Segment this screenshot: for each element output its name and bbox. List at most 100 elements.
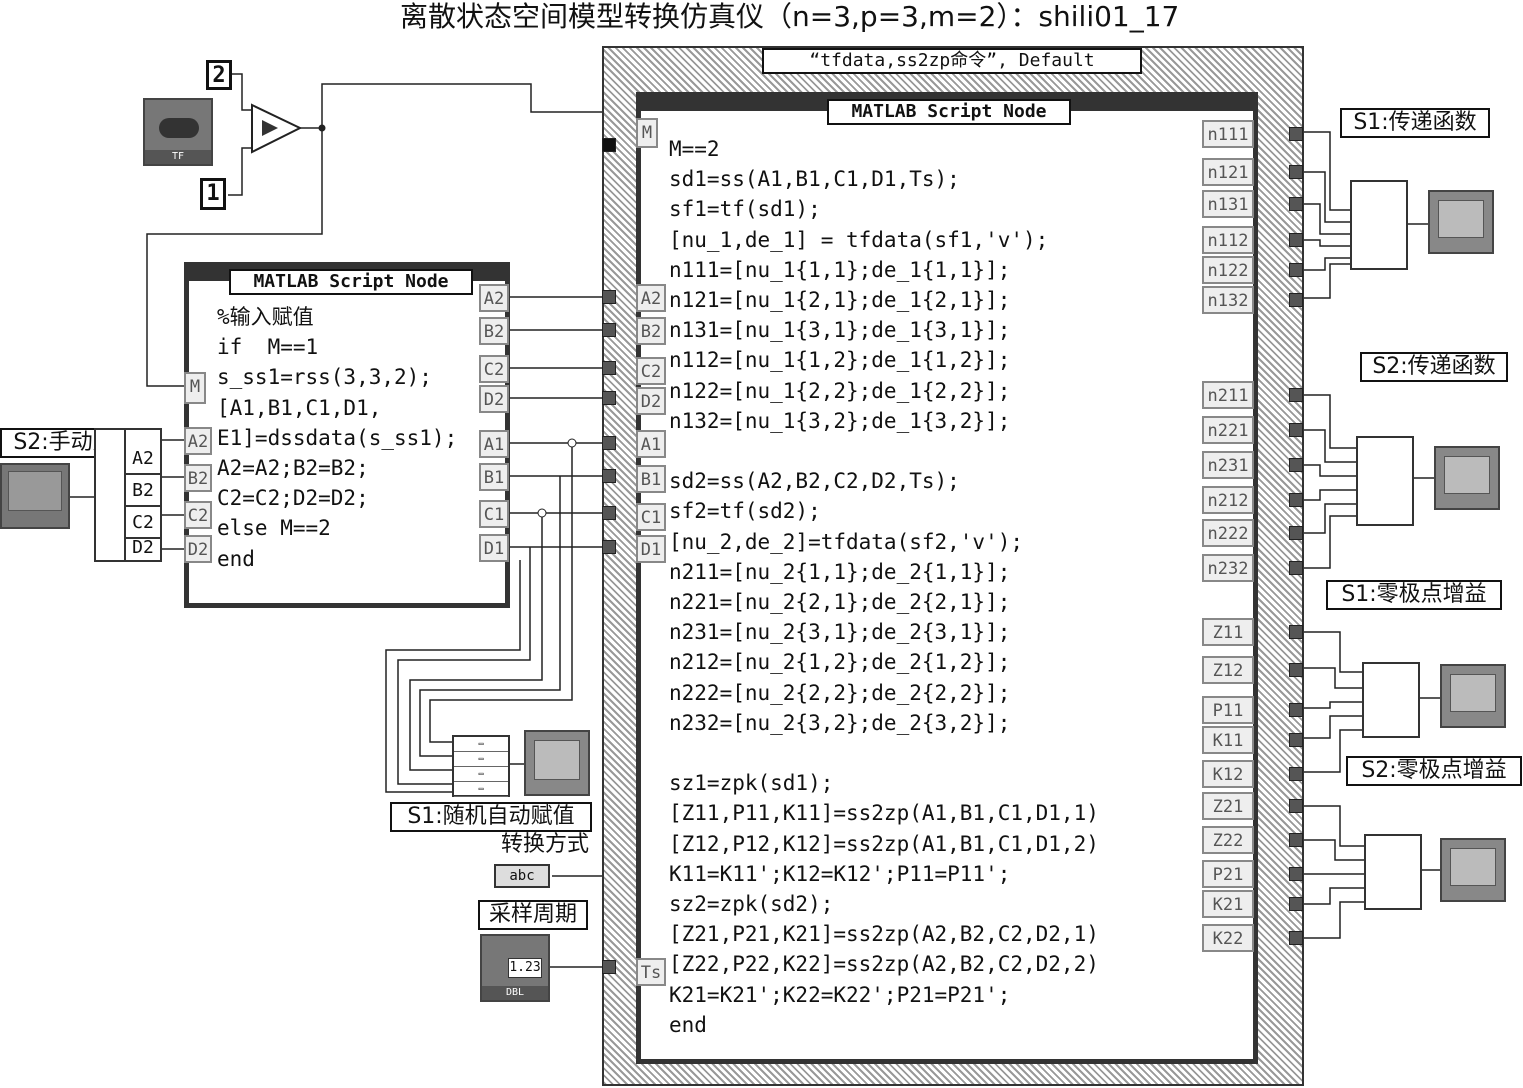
term-right-out-12[interactable]: Z11: [1202, 618, 1254, 646]
s2-cell-c2: C2: [126, 509, 160, 539]
term-left-out-b2[interactable]: B2: [479, 317, 509, 345]
tunnel-out: [1289, 233, 1303, 247]
term-right-out-4[interactable]: n122: [1202, 256, 1254, 284]
term-right-in-ts[interactable]: Ts: [636, 958, 666, 986]
tunnel-out: [1289, 799, 1303, 813]
tunnel-out: [1289, 767, 1303, 781]
term-right-out-3[interactable]: n112: [1202, 226, 1254, 254]
s1-zpk-graph[interactable]: [1440, 664, 1506, 728]
sample-period-label: 采样周期: [478, 900, 588, 930]
tunnel-out: [1289, 197, 1303, 211]
term-left-in-m[interactable]: M: [184, 372, 206, 404]
s2-cell-b2: B2: [126, 477, 160, 507]
term-right-out-20[interactable]: K21: [1202, 890, 1254, 918]
wire-const2: [232, 73, 252, 111]
term-right-out-19[interactable]: P21: [1202, 860, 1254, 888]
bundle-cell: ▭: [454, 752, 508, 767]
s2-cell-a2: A2: [126, 445, 160, 475]
case-selector[interactable]: “tfdata,ss2zp命令”, Default: [762, 48, 1142, 74]
tunnel: [602, 361, 616, 375]
term-right-out-17[interactable]: Z21: [1202, 792, 1254, 820]
term-left-out-c2[interactable]: C2: [479, 355, 509, 383]
term-left-out-a1[interactable]: A1: [479, 430, 509, 458]
graph-icon: [1450, 848, 1496, 886]
term-right-in-c1[interactable]: C1: [636, 503, 666, 531]
right-script-node[interactable]: MATLAB Script Node M==2 sd1=ss(A1,B1,C1,…: [636, 92, 1258, 1064]
s2-zpk-graph[interactable]: [1440, 838, 1506, 902]
s2-zpk-label: S2:零极点增益: [1346, 756, 1522, 786]
wire-select-to-left-m: [146, 128, 323, 387]
s1-zpk-label: S1:零极点增益: [1326, 580, 1502, 610]
tunnel-out: [1289, 897, 1303, 911]
term-left-out-a2[interactable]: A2: [479, 284, 509, 312]
left-node-code[interactable]: %输入赋值 if M==1 s_ss1=rss(3,3,2); [A1,B1,C…: [217, 305, 458, 571]
tunnel: [602, 540, 616, 554]
term-right-out-18[interactable]: Z22: [1202, 826, 1254, 854]
tunnel-out: [1289, 833, 1303, 847]
graph-icon: [534, 740, 580, 780]
term-right-out-0[interactable]: n111: [1202, 120, 1254, 148]
term-right-out-9[interactable]: n212: [1202, 486, 1254, 514]
tunnel: [602, 506, 616, 520]
tunnel-out: [1289, 526, 1303, 540]
term-right-out-13[interactable]: Z12: [1202, 656, 1254, 684]
term-right-in-d1[interactable]: D1: [636, 535, 666, 563]
term-right-out-1[interactable]: n121: [1202, 158, 1254, 186]
term-right-out-7[interactable]: n221: [1202, 416, 1254, 444]
term-right-in-a2[interactable]: A2: [636, 284, 666, 312]
term-right-out-11[interactable]: n232: [1202, 554, 1254, 582]
term-right-in-c2[interactable]: C2: [636, 357, 666, 385]
term-right-out-8[interactable]: n231: [1202, 451, 1254, 479]
term-right-out-2[interactable]: n131: [1202, 190, 1254, 218]
convert-mode-control[interactable]: abc: [494, 864, 550, 888]
tunnel-out: [1289, 561, 1303, 575]
constant-2[interactable]: 2: [206, 60, 232, 90]
term-right-in-b2[interactable]: B2: [636, 317, 666, 345]
term-right-out-10[interactable]: n222: [1202, 519, 1254, 547]
tunnel-out: [1289, 703, 1303, 717]
s2-tf-graph[interactable]: [1434, 446, 1500, 510]
term-right-in-b1[interactable]: B1: [636, 465, 666, 493]
right-node-code[interactable]: M==2 sd1=ss(A1,B1,C1,D1,Ts); sf1=tf(sd1)…: [669, 137, 1099, 1037]
term-right-out-5[interactable]: n132: [1202, 286, 1254, 314]
s2-zpk-bundle[interactable]: [1364, 834, 1422, 910]
tf-toggle-control[interactable]: TF: [143, 98, 213, 166]
s1-tf-bundle[interactable]: [1350, 180, 1408, 270]
term-right-in-d2[interactable]: D2: [636, 387, 666, 415]
tunnel-out: [1289, 423, 1303, 437]
s2-unbundle[interactable]: A2 B2 C2 D2: [94, 428, 162, 562]
sample-period-type: DBL: [482, 986, 548, 1000]
term-left-out-b1[interactable]: B1: [479, 463, 509, 491]
s1-random-indicator[interactable]: [524, 730, 590, 796]
term-left-in-a2[interactable]: A2: [184, 427, 212, 455]
bundle-cell: ▭: [454, 737, 508, 752]
term-right-out-14[interactable]: P11: [1202, 696, 1254, 724]
term-left-in-b2[interactable]: B2: [184, 464, 212, 492]
s2-manual-cluster-control[interactable]: [0, 463, 70, 529]
tunnel-out: [1289, 458, 1303, 472]
term-left-out-c1[interactable]: C1: [479, 500, 509, 528]
term-right-in-m[interactable]: M: [636, 118, 658, 148]
constant-1[interactable]: 1: [200, 178, 226, 210]
s1-tf-graph[interactable]: [1428, 190, 1494, 254]
term-left-in-c2[interactable]: C2: [184, 501, 212, 529]
tunnel-out: [1289, 867, 1303, 881]
left-script-node[interactable]: MATLAB Script Node %输入赋值 if M==1 s_ss1=r…: [184, 262, 510, 608]
term-right-out-15[interactable]: K11: [1202, 726, 1254, 754]
s1-random-bundle[interactable]: ▭ ▭ ▭ ▭: [452, 735, 510, 797]
toggle-switch-icon: [159, 118, 199, 138]
term-left-in-d2[interactable]: D2: [184, 535, 212, 563]
s1-zpk-bundle[interactable]: [1362, 662, 1420, 738]
tunnel: [602, 436, 616, 450]
s2-tf-bundle[interactable]: [1356, 436, 1414, 526]
term-left-out-d2[interactable]: D2: [479, 385, 509, 413]
sample-period-control[interactable]: 1.23 DBL: [480, 934, 550, 1002]
term-right-out-16[interactable]: K12: [1202, 760, 1254, 788]
term-left-out-d1[interactable]: D1: [479, 534, 509, 562]
page-title: 离散状态空间模型转换仿真仪（n=3,p=3,m=2）：shili01_17: [400, 0, 1180, 33]
term-right-in-a1[interactable]: A1: [636, 430, 666, 458]
tunnel: [602, 469, 616, 483]
term-right-out-21[interactable]: K22: [1202, 924, 1254, 952]
s2-tf-label: S2:传递函数: [1360, 352, 1508, 382]
term-right-out-6[interactable]: n211: [1202, 381, 1254, 409]
